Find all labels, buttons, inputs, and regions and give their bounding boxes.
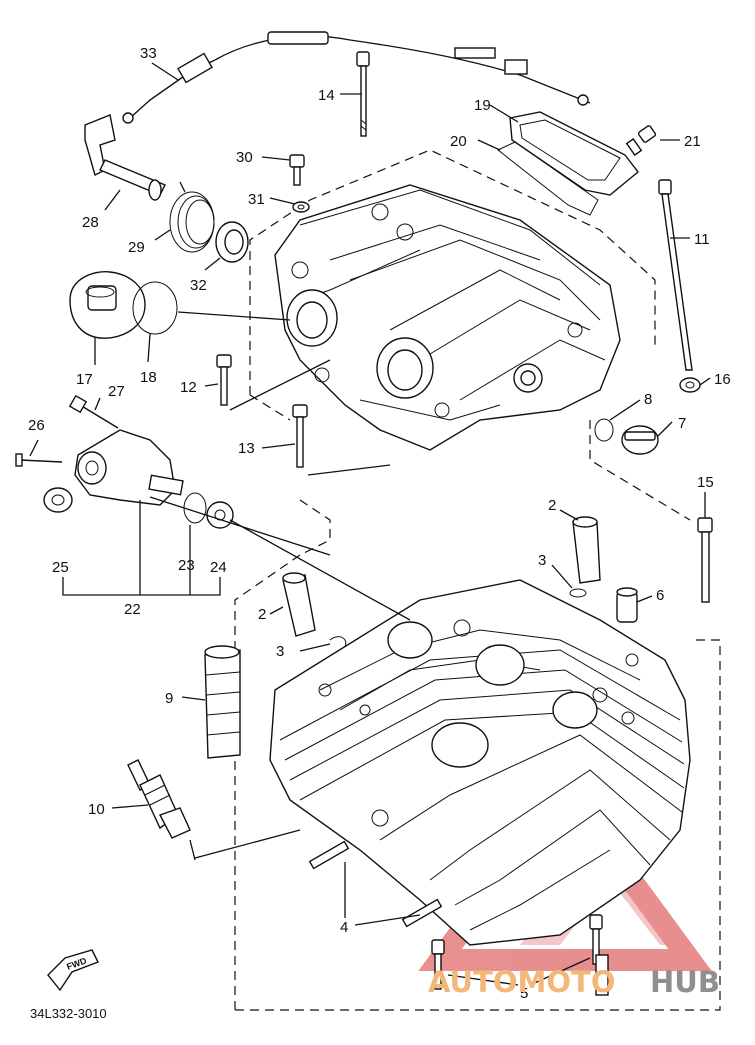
torsion-spring	[169, 181, 215, 253]
callout-31: 31	[248, 191, 265, 208]
callout-3-upper: 3	[538, 552, 546, 569]
callout-13: 13	[238, 440, 255, 457]
callout-14: 14	[318, 87, 335, 104]
callout-20: 20	[450, 133, 467, 150]
assembly-boundary-lines	[234, 149, 721, 1011]
callout-32: 32	[190, 277, 207, 294]
valve-guides	[282, 516, 638, 649]
callout-15: 15	[697, 474, 714, 491]
callout-4: 4	[340, 919, 348, 936]
plug-cap	[69, 271, 178, 339]
callout-33: 33	[140, 45, 157, 62]
inspection-plug	[594, 418, 659, 455]
callout-2-upper: 2	[548, 497, 556, 514]
drawing-code: 34L332-3010	[30, 1006, 107, 1021]
callout-21: 21	[684, 133, 701, 150]
throttle-cable	[122, 31, 591, 124]
callout-26: 26	[28, 417, 45, 434]
forward-marker: FWD	[47, 949, 99, 992]
callout-8: 8	[644, 391, 652, 408]
cylinder-head-cover	[274, 184, 621, 451]
callout-6: 6	[656, 587, 664, 604]
callout-7: 7	[678, 415, 686, 432]
callout-30: 30	[236, 149, 253, 166]
callout-2-lower: 2	[258, 606, 266, 623]
callout-10: 10	[88, 801, 105, 818]
callout-18: 18	[140, 369, 157, 386]
callout-labels: 33 14 19 20 21 30 31 11 28 29 32 17 18 1…	[28, 45, 731, 1002]
callout-16: 16	[714, 371, 731, 388]
tensioner-assembly	[15, 394, 234, 529]
callout-27: 27	[108, 383, 125, 400]
callout-3-lower: 3	[276, 643, 284, 660]
cover-plate	[497, 111, 639, 216]
spark-plug	[127, 759, 191, 839]
callout-9: 9	[165, 690, 173, 707]
callout-5: 5	[520, 985, 528, 1002]
callout-17: 17	[76, 371, 93, 388]
callout-leaders	[29, 62, 711, 986]
oil-seal	[215, 221, 249, 263]
lever-arm	[84, 114, 166, 201]
head-studs	[308, 840, 609, 996]
callout-29: 29	[128, 239, 145, 256]
callout-12: 12	[180, 379, 197, 396]
callout-25: 25	[52, 559, 69, 576]
callout-11: 11	[694, 231, 710, 248]
watermark-logo: AUTOMOTO HUB	[428, 965, 720, 999]
callout-19: 19	[474, 97, 491, 114]
stud-bolt-right	[697, 517, 713, 603]
callout-24: 24	[210, 559, 227, 576]
watermark-prefix: AUTOMOTO	[428, 965, 615, 999]
cylinder-head	[269, 579, 691, 946]
callout-23: 23	[178, 557, 195, 574]
watermark-suffix: HUB	[650, 965, 720, 999]
stud-bolts-long	[356, 51, 693, 371]
callout-22: 22	[124, 601, 141, 618]
valve-spring	[204, 645, 241, 759]
callout-28: 28	[82, 214, 99, 231]
